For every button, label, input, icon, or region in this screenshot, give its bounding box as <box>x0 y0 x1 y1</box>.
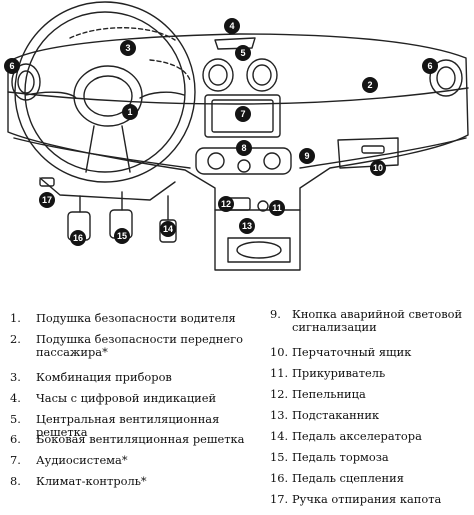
callout-2: 2 <box>362 77 378 93</box>
callout-16: 16 <box>70 230 86 246</box>
svg-text:11: 11 <box>272 203 282 213</box>
svg-text:10: 10 <box>373 163 383 173</box>
legend-item: 16. Педаль сцепления <box>270 471 404 485</box>
svg-text:6: 6 <box>9 61 14 71</box>
legend-item: 1. Подушка безопасности водителя <box>10 311 236 325</box>
svg-text:17: 17 <box>42 195 52 205</box>
legend-label: Подушка безопасности водителя <box>36 311 236 325</box>
dashboard-diagram: 1 2 3 4 5 6 6 7 8 9 10 11 12 13 14 15 16… <box>4 1 469 271</box>
callout-7: 7 <box>235 106 251 122</box>
legend-item: 15. Педаль тормоза <box>270 450 389 464</box>
callout-13: 13 <box>239 218 255 234</box>
legend-number: 15. <box>270 450 289 464</box>
legend-number: 4. <box>10 391 21 405</box>
legend-label: Боковая вентиляционная решетка <box>36 432 245 446</box>
svg-text:15: 15 <box>117 231 127 241</box>
steering-wheel <box>14 1 196 183</box>
legend-label: Климат-контроль* <box>36 474 147 488</box>
svg-text:6: 6 <box>427 61 432 71</box>
legend-item: 17. Ручка отпирания капота <box>270 492 442 506</box>
legend-label: Перчаточный ящик <box>292 345 412 359</box>
svg-text:5: 5 <box>240 48 245 58</box>
legend-number: 2. <box>10 332 21 346</box>
callout-9: 9 <box>299 148 315 164</box>
legend-label: Центральная вентиляционная решетка <box>36 412 220 440</box>
callout-11: 11 <box>269 200 285 216</box>
legend-number: 5. <box>10 412 21 426</box>
legend-number: 1. <box>10 311 21 325</box>
callout-10: 10 <box>370 160 386 176</box>
svg-text:2: 2 <box>367 80 372 90</box>
svg-text:1: 1 <box>127 107 132 117</box>
legend-item: 8. Климат-контроль* <box>10 474 147 488</box>
callout-8: 8 <box>236 140 252 156</box>
legend-label: Прикуриватель <box>292 366 386 380</box>
legend-item: 14. Педаль акселератора <box>270 429 422 443</box>
callout-12: 12 <box>218 196 234 212</box>
svg-text:8: 8 <box>241 143 246 153</box>
callout-5: 5 <box>235 45 251 61</box>
callout-14: 14 <box>160 221 176 237</box>
legend-label: Подстаканник <box>292 408 380 422</box>
callout-1: 1 <box>122 104 138 120</box>
legend-number: 13. <box>270 408 289 422</box>
legend-label: Педаль акселератора <box>292 429 422 443</box>
legend-item: 11. Прикуриватель <box>270 366 386 380</box>
legend-label: Пепельница <box>292 387 366 401</box>
callout-6-right: 6 <box>422 58 438 74</box>
svg-text:4: 4 <box>229 21 234 31</box>
legend-number: 16. <box>270 471 289 485</box>
legend-item: 12. Пепельница <box>270 387 366 401</box>
legend-item: 4. Часы с цифровой индикацией <box>10 391 217 405</box>
legend-label: Комбинация приборов <box>36 370 172 384</box>
callout-3: 3 <box>120 40 136 56</box>
svg-text:9: 9 <box>304 151 309 161</box>
legend-number: 9. <box>270 307 281 321</box>
legend-item: 9. Кнопка аварийной световой сигнализаци… <box>270 307 468 335</box>
legend-item: 3. Комбинация приборов <box>10 370 172 384</box>
legend-number: 14. <box>270 429 289 443</box>
svg-text:3: 3 <box>125 43 130 53</box>
legend-label: Педаль тормоза <box>292 450 389 464</box>
legend-number: 7. <box>10 453 21 467</box>
dashboard-outline <box>7 33 469 211</box>
legend-label: Часы с цифровой индикацией <box>36 391 217 405</box>
callout-17: 17 <box>39 192 55 208</box>
legend-number: 17. <box>270 492 289 506</box>
legend-item: 13. Подстаканник <box>270 408 380 422</box>
legend-number: 6. <box>10 432 21 446</box>
legend-label: Аудиосистема* <box>36 453 128 467</box>
legend-number: 12. <box>270 387 289 401</box>
callout-markers: 1 2 3 4 5 6 6 7 8 9 10 11 12 13 14 15 16… <box>4 18 438 246</box>
legend-number: 11. <box>270 366 289 380</box>
legend-number: 3. <box>10 370 21 384</box>
svg-text:7: 7 <box>240 109 245 119</box>
svg-text:14: 14 <box>163 224 173 234</box>
legend-item: 6. Боковая вентиляционная решетка <box>10 432 245 446</box>
svg-text:12: 12 <box>221 199 231 209</box>
legend-number: 8. <box>10 474 21 488</box>
callout-15: 15 <box>114 228 130 244</box>
legend-item: 5. Центральная вентиляционная решетка <box>10 412 258 440</box>
legend-number: 10. <box>270 345 289 359</box>
legend-label: Ручка отпирания капота <box>292 492 442 506</box>
callout-6-left: 6 <box>4 58 20 74</box>
legend-label: Кнопка аварийной световой сигнализации <box>292 307 463 335</box>
legend-item: 2. Подушка безопасности переднего пассаж… <box>10 332 246 360</box>
legend-item: 10. Перчаточный ящик <box>270 345 412 359</box>
legend-label: Педаль сцепления <box>292 471 404 485</box>
svg-text:16: 16 <box>73 233 83 243</box>
legend-label: Подушка безопасности переднего пассажира… <box>36 332 243 360</box>
callout-4: 4 <box>224 18 240 34</box>
svg-text:13: 13 <box>242 221 252 231</box>
legend-item: 7. Аудиосистема* <box>10 453 128 467</box>
